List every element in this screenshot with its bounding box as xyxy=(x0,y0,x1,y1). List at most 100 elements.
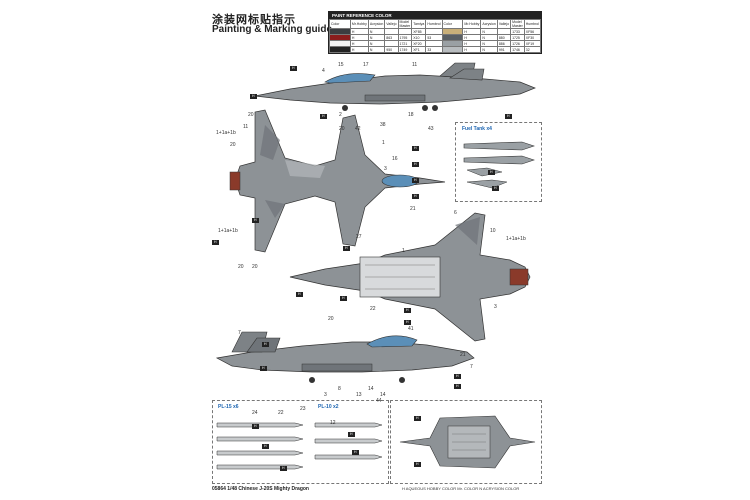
color-legend: H AQUEOUS HOBBY COLOR Mr. COLOR N ACRYSI… xyxy=(402,486,520,491)
table-cell: 32 xyxy=(523,46,542,53)
color-callout: H xyxy=(454,374,461,379)
pl10-label: PL-10 x2 xyxy=(318,404,339,410)
table-header-row: Color Mr.Hobby Acrysion Vallejo Model Ma… xyxy=(329,19,542,29)
part-number: 3 xyxy=(494,304,497,310)
part-number: 1 xyxy=(382,140,385,146)
part-number: 20 xyxy=(230,142,236,148)
color-swatch xyxy=(329,46,351,53)
underside-detail-inset xyxy=(390,400,542,484)
table-cell: N xyxy=(367,46,386,53)
table-header-cell: Model Master xyxy=(397,19,413,29)
part-number: 1 xyxy=(402,248,405,254)
table-cell: H xyxy=(349,46,369,53)
part-number: 6 xyxy=(454,210,457,216)
table-header-cell: Color xyxy=(441,19,464,29)
table-row: H N 950 1749 XF1 33 H N 991 1746 32 xyxy=(329,46,542,53)
table-cell: 950 xyxy=(384,46,399,53)
table-cell: 991 xyxy=(496,46,512,53)
part-number: 20 xyxy=(252,264,258,270)
part-number: 24 xyxy=(252,410,258,416)
table-header-cell: Humbrol xyxy=(425,19,443,29)
title-chinese: 涂装网标贴指示 xyxy=(212,14,296,26)
color-swatch xyxy=(441,46,464,53)
pl15-label: PL-15 x6 xyxy=(218,404,239,410)
color-callout: H xyxy=(262,342,269,347)
part-number: 27 xyxy=(356,234,362,240)
color-callout: H xyxy=(412,194,419,199)
color-callout: H xyxy=(252,424,259,429)
part-number: 15 xyxy=(338,62,344,68)
part-number: 7 xyxy=(470,364,473,370)
part-number: 21 xyxy=(410,206,416,212)
part-number: 20 xyxy=(328,316,334,322)
table-header-cell: Mr.Hobby xyxy=(462,19,482,29)
table-cell: XF1 xyxy=(411,46,427,53)
color-callout: H xyxy=(296,292,303,297)
fuel-tank-inset xyxy=(455,122,542,202)
part-number: 3 xyxy=(324,392,327,398)
color-callout: H xyxy=(290,66,297,71)
part-number: 11 xyxy=(243,124,249,130)
paint-reference-header: PAINT REFERENCE COLOR xyxy=(329,12,541,19)
part-number: 17 xyxy=(363,62,369,68)
color-callout: H xyxy=(252,218,259,223)
part-number: 3 xyxy=(384,166,387,172)
part-number: 20 xyxy=(238,264,244,270)
aircraft-top-view xyxy=(229,109,446,253)
color-callout: H xyxy=(488,170,495,175)
part-number: 1+1a+1b xyxy=(506,236,526,242)
table-header-cell: Acrysion xyxy=(480,19,498,29)
part-number: 23 xyxy=(300,406,306,412)
missile-inset xyxy=(212,400,389,484)
part-number: 43 xyxy=(428,126,434,132)
color-callout: H xyxy=(404,320,411,325)
part-number: 22 xyxy=(370,306,376,312)
part-number: 13 xyxy=(356,392,362,398)
aircraft-bottom-view xyxy=(289,212,531,342)
table-header-cell: Acrysion xyxy=(367,19,386,29)
color-callout: H xyxy=(340,296,347,301)
part-number: 18 xyxy=(408,112,414,118)
aircraft-side-view-bottom xyxy=(215,331,475,383)
part-number: 20 xyxy=(248,112,254,118)
color-callout: H xyxy=(212,240,219,245)
part-number: 42 xyxy=(355,126,361,132)
color-callout: H xyxy=(492,186,499,191)
part-number: 38 xyxy=(380,122,386,128)
title-english: Painting & Marking guide xyxy=(212,24,333,35)
table-header-cell: Mr.Hobby xyxy=(349,19,369,29)
missile-drawings xyxy=(216,422,383,470)
color-callout: H xyxy=(404,308,411,313)
part-number: 1+1a+1b xyxy=(218,228,238,234)
color-callout: H xyxy=(412,162,419,167)
part-number: 22 xyxy=(278,410,284,416)
color-callout: H xyxy=(260,366,267,371)
part-number: 14 xyxy=(368,386,374,392)
part-number: 41 xyxy=(408,326,414,332)
color-callout: H xyxy=(352,450,359,455)
table-header-cell: Vallejo xyxy=(384,19,399,29)
part-number: 7 xyxy=(238,330,241,336)
color-callout: H xyxy=(348,432,355,437)
color-callout: H xyxy=(412,178,419,183)
color-callout: H xyxy=(343,246,350,251)
table-header-cell: Tamiya xyxy=(411,19,427,29)
aircraft-side-view-top xyxy=(254,62,536,111)
part-number: 1+1a+1b xyxy=(216,130,236,136)
color-callout: H xyxy=(280,466,287,471)
part-number: 16 xyxy=(392,156,398,162)
part-number: 11 xyxy=(412,62,418,68)
color-callout: H xyxy=(250,94,257,99)
table-cell: H xyxy=(462,46,482,53)
paint-reference-table: PAINT REFERENCE COLOR Color Mr.Hobby Acr… xyxy=(328,11,542,54)
kit-title-footer: 05864 1/48 Chinese J-20S Mighty Dragon xyxy=(212,486,309,492)
color-callout: H xyxy=(412,146,419,151)
part-number: 20 xyxy=(339,126,345,132)
table-cell: 33 xyxy=(425,46,443,53)
color-callout: H xyxy=(262,444,269,449)
part-number: 4 xyxy=(322,68,325,74)
color-callout: H xyxy=(454,384,461,389)
part-number: 2 xyxy=(339,112,342,118)
color-callout: H xyxy=(320,114,327,119)
table-header-cell: Humbrol xyxy=(523,19,542,29)
